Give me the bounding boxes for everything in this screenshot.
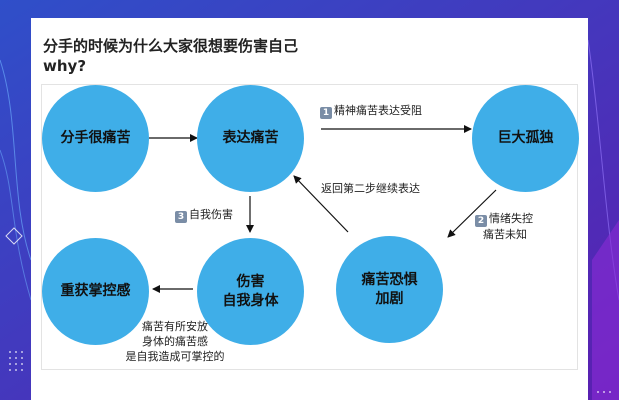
edge-text-line1: 情绪失控: [489, 212, 533, 225]
edge-text: 精神痛苦表达受阻: [334, 104, 422, 117]
number-badge: 1: [320, 107, 332, 119]
edge-label-control: 痛苦有所安放 身体的痛苦感 是自我造成可掌控的: [115, 319, 235, 364]
node-label-line2: 自我身体: [222, 292, 279, 309]
slide: 分手的时候为什么大家很想要伤害自己 why? 分手很痛苦 表达痛苦 巨大孤独 痛…: [31, 18, 588, 400]
node-label: 重获掌控感: [60, 283, 131, 299]
arrow-fear-to-express: [293, 175, 349, 233]
edge-text-line2: 痛苦未知: [483, 228, 527, 241]
page-title: 分手的时候为什么大家很想要伤害自己: [43, 37, 299, 55]
node-label: 表达痛苦: [222, 130, 279, 146]
edge-text-line3: 是自我造成可掌控的: [125, 350, 225, 363]
node-label-line1: 痛苦恐惧: [361, 271, 418, 288]
edge-text: 自我伤害: [189, 208, 233, 221]
edge-text-line2: 身体的痛苦感: [142, 335, 208, 348]
node-loneliness: 巨大孤独: [472, 85, 579, 192]
number-badge: 2: [475, 215, 487, 227]
node-label-line2: 加剧: [375, 290, 404, 307]
number-badge: 3: [175, 211, 187, 223]
page-subtitle: why?: [43, 57, 87, 75]
node-breakup-pain: 分手很痛苦: [42, 85, 149, 192]
node-hurt-self: 伤害 自我身体: [197, 238, 304, 345]
node-regain-control: 重获掌控感: [42, 238, 149, 345]
node-label: 巨大孤独: [497, 130, 554, 146]
arrow-loneliness-to-fear: [447, 189, 497, 238]
node-fear-intensified: 痛苦恐惧 加剧: [336, 236, 443, 343]
edge-label-return: 返回第二步继续表达: [321, 182, 420, 195]
edge-text-line1: 痛苦有所安放: [142, 320, 208, 333]
flow-arrows: [149, 125, 497, 293]
node-express-pain: 表达痛苦: [197, 85, 304, 192]
node-label: 分手很痛苦: [60, 130, 131, 146]
node-label-line1: 伤害: [236, 273, 265, 290]
